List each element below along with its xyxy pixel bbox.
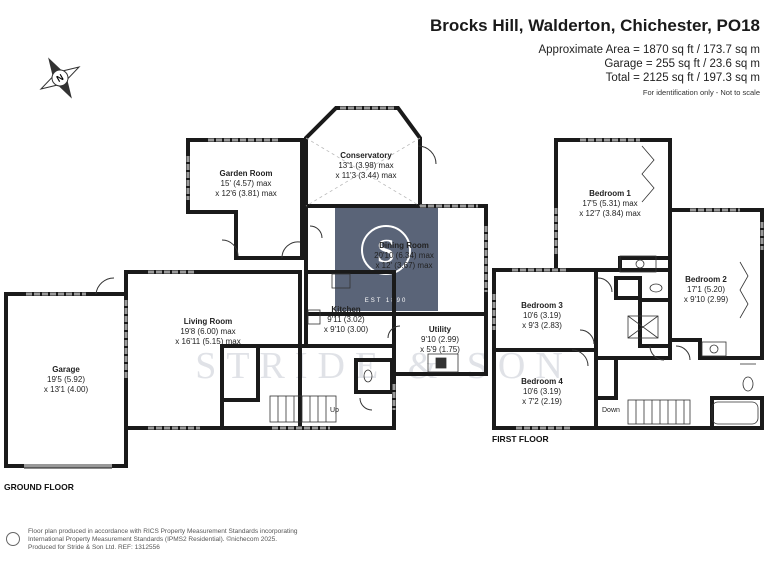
stairs-down-label: Down [602, 407, 620, 414]
compass-north-letter: N [55, 72, 66, 84]
room-garage: Garage 19'5 (5.92) x 13'1 (4.00) [44, 365, 89, 394]
svg-text:13'1 (3.98) max: 13'1 (3.98) max [338, 161, 393, 170]
svg-text:9'11 (3.02): 9'11 (3.02) [327, 315, 365, 324]
room-dining-room: Dining Room 20'10 (6.34) max x 12' (3.67… [374, 241, 434, 270]
svg-text:17'5 (5.31) max: 17'5 (5.31) max [582, 199, 637, 208]
footer-line-2: International Property Measurement Stand… [28, 536, 278, 543]
footer-line-3: Produced for Stride & Son Ltd. REF: 1312… [28, 544, 160, 551]
wardrobes [641, 145, 749, 319]
conservatory-roof-lines [305, 137, 421, 207]
svg-text:19'5 (5.92): 19'5 (5.92) [47, 375, 85, 384]
total-area: Total = 2125 sq ft / 197.3 sq m [605, 72, 760, 84]
first-floor-door-swings [571, 277, 691, 367]
room-bedroom-3: Bedroom 3 10'6 (3.19) x 9'3 (2.83) [521, 301, 563, 330]
watermark-est: EST 1890 [365, 298, 408, 304]
svg-text:Dining Room: Dining Room [379, 241, 429, 250]
svg-text:x 9'10 (3.00): x 9'10 (3.00) [324, 325, 369, 334]
approximate-area: Approximate Area = 1870 sq ft / 173.7 sq… [538, 44, 760, 56]
room-conservatory: Conservatory 13'1 (3.98) max x 11'3 (3.4… [336, 151, 397, 180]
svg-text:19'8 (6.00) max: 19'8 (6.00) max [180, 327, 235, 336]
kitchen-fittings [307, 273, 459, 373]
ground-wc [363, 369, 373, 383]
svg-text:Bedroom 4: Bedroom 4 [521, 377, 563, 386]
svg-text:Garage: Garage [52, 365, 80, 374]
svg-text:Utility: Utility [429, 325, 452, 334]
svg-text:10'6 (3.19): 10'6 (3.19) [523, 387, 561, 396]
svg-text:Bedroom 2: Bedroom 2 [685, 275, 727, 284]
svg-text:17'1 (5.20): 17'1 (5.20) [687, 285, 725, 294]
footer-credits: Floor plan produced in accordance with R… [28, 528, 298, 552]
room-bedroom-4: Bedroom 4 10'6 (3.19) x 7'2 (2.19) [521, 377, 563, 406]
svg-text:Conservatory: Conservatory [340, 151, 392, 160]
first-floor-label: FIRST FLOOR [492, 434, 549, 444]
svg-text:10'6 (3.19): 10'6 (3.19) [523, 311, 561, 320]
first-floor-windows [492, 138, 764, 430]
stairs-down [627, 399, 691, 425]
svg-text:20'10 (6.34) max: 20'10 (6.34) max [374, 251, 434, 260]
svg-text:x 11'3 (3.44) max: x 11'3 (3.44) max [336, 171, 397, 180]
compass-icon: N [39, 57, 81, 99]
room-bedroom-2: Bedroom 2 17'1 (5.20) x 9'10 (2.99) [684, 275, 729, 304]
stairs-up-label: Up [330, 407, 339, 414]
footer-line-1: Floor plan produced in accordance with R… [28, 528, 298, 535]
svg-text:9'10 (2.99): 9'10 (2.99) [421, 335, 459, 344]
stairs-up [269, 395, 337, 423]
svg-text:Living Room: Living Room [184, 317, 232, 326]
ground-floor-label: GROUND FLOOR [4, 482, 74, 492]
door-swings [95, 145, 437, 411]
garage-area: Garage = 255 sq ft / 23.6 sq m [604, 58, 760, 70]
svg-text:x 7'2 (2.19): x 7'2 (2.19) [522, 397, 562, 406]
svg-text:x 9'3 (2.83): x 9'3 (2.83) [522, 321, 562, 330]
identification-note: For identification only - Not to scale [642, 88, 760, 97]
room-kitchen: Kitchen 9'11 (3.02) x 9'10 (3.00) [324, 305, 369, 334]
svg-text:Bedroom 1: Bedroom 1 [589, 189, 631, 198]
rics-badge-icon [6, 532, 20, 546]
room-bedroom-1: Bedroom 1 17'5 (5.31) max x 12'7 (3.84) … [579, 189, 641, 218]
svg-text:Kitchen: Kitchen [331, 305, 360, 314]
bathroom-fittings [619, 255, 759, 425]
svg-text:x 9'10 (2.99): x 9'10 (2.99) [684, 295, 729, 304]
svg-text:x 12'7 (3.84) max: x 12'7 (3.84) max [579, 209, 641, 218]
svg-text:x 5'9 (1.75): x 5'9 (1.75) [420, 345, 460, 354]
watermark-logo-letter: S [377, 233, 396, 270]
svg-text:x 13'1 (4.00): x 13'1 (4.00) [44, 385, 89, 394]
property-title: Brocks Hill, Walderton, Chichester, PO18 [429, 16, 760, 35]
svg-text:x 12'6 (3.81) max: x 12'6 (3.81) max [215, 189, 277, 198]
svg-text:x 12' (3.67) max: x 12' (3.67) max [375, 261, 432, 270]
svg-text:15' (4.57) max: 15' (4.57) max [221, 179, 272, 188]
room-utility: Utility 9'10 (2.99) x 5'9 (1.75) [420, 325, 460, 354]
ground-floor-windows [26, 106, 488, 430]
watermark-logo: S EST 1890 [335, 208, 438, 311]
room-living-room: Living Room 19'8 (6.00) max x 16'11 (5.1… [175, 317, 240, 346]
svg-text:Bedroom 3: Bedroom 3 [521, 301, 563, 310]
svg-text:Garden Room: Garden Room [220, 169, 273, 178]
room-garden-room: Garden Room 15' (4.57) max x 12'6 (3.81)… [215, 169, 277, 198]
svg-text:x 16'11 (5.15) max: x 16'11 (5.15) max [175, 337, 240, 346]
